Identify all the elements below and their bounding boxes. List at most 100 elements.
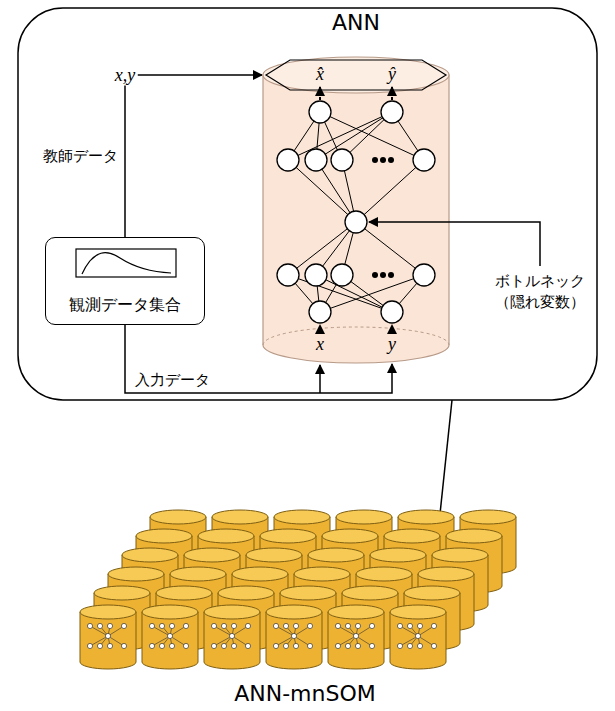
mini-unit [231, 643, 236, 648]
cylinder-drawing [262, 10, 450, 364]
small-cylinder-body [266, 612, 322, 669]
small-cylinder-body [390, 612, 446, 669]
mini-unit [407, 643, 412, 648]
small-cylinder-top [390, 605, 446, 619]
mini-unit [87, 643, 92, 648]
dashed-arrow [391, 87, 393, 100]
network-link [356, 222, 424, 275]
network-unit [413, 264, 435, 286]
network-link [356, 160, 424, 222]
mini-unit [107, 623, 112, 628]
mini-unit [335, 623, 340, 628]
dashed-arrow [319, 325, 321, 334]
mini-unit [245, 623, 250, 628]
mini-unit [345, 643, 350, 648]
dashed-arrow [391, 325, 393, 334]
mini-unit [355, 643, 360, 648]
small-cylinder-top [266, 605, 322, 619]
dot [372, 272, 378, 278]
heading: ANN-mnSOM [234, 681, 376, 707]
small-cylinder-top [94, 586, 150, 600]
small-cylinder-top [446, 529, 502, 543]
mini-unit [211, 643, 216, 648]
network-unit [277, 149, 299, 171]
mini-unit [273, 643, 278, 648]
mini-unit [407, 623, 412, 628]
network-unit [413, 149, 435, 171]
mini-unit [221, 623, 226, 628]
small-cylinder-top [294, 567, 350, 581]
mini-unit [335, 643, 340, 648]
output-name: x̂ [316, 64, 324, 85]
mini-unit [105, 633, 110, 638]
edge-label: 入力データ [135, 371, 210, 389]
cylinder-bottom-back [263, 327, 449, 345]
small-cylinder-top [404, 586, 460, 600]
mini-unit [183, 643, 188, 648]
connector-arrow [125, 75, 262, 237]
leader-line [369, 222, 540, 266]
dot [388, 157, 394, 163]
small-cylinder-body [204, 612, 260, 669]
network-unit [305, 149, 327, 171]
callout-text: （隠れ変数） [495, 293, 585, 312]
mini-unit [167, 633, 172, 638]
small-cylinder-top [212, 510, 268, 524]
mini-unit [229, 633, 234, 638]
small-cylinder-top [328, 605, 384, 619]
network-unit [381, 101, 403, 123]
network-unit [331, 264, 353, 286]
small-cylinder-top [232, 567, 288, 581]
small-cylinder-top [336, 510, 392, 524]
mini-unit [397, 643, 402, 648]
graph-frame [76, 249, 176, 277]
small-cylinder-top [170, 567, 226, 581]
mini-unit [369, 643, 374, 648]
ann-cylinder-small [266, 605, 322, 669]
ann-cylinder-small [204, 605, 260, 669]
mini-unit [355, 623, 360, 628]
edge-label: 教師データ [43, 147, 118, 165]
heading: ANN [332, 10, 380, 36]
small-cylinder-top [80, 605, 136, 619]
dot [380, 157, 386, 163]
output-hexagon [266, 60, 446, 90]
speech-bubble [18, 8, 597, 400]
cylinder-top [263, 57, 449, 93]
network-unit [277, 264, 299, 286]
network-unit [381, 301, 403, 323]
input-name: y [388, 334, 396, 355]
graph-curve [82, 253, 171, 274]
small-cylinder-top [356, 567, 412, 581]
output-name: ŷ [388, 64, 396, 85]
network-units [277, 101, 435, 323]
dot [388, 272, 394, 278]
small-cylinder-top [280, 586, 336, 600]
mini-unit [417, 643, 422, 648]
mini-unit [307, 623, 312, 628]
ann-cylinder-small [390, 605, 446, 669]
dot [372, 157, 378, 163]
mini-unit [169, 623, 174, 628]
ann-cylinder-small [328, 605, 384, 669]
input-name: x [316, 334, 324, 355]
mini-unit [345, 623, 350, 628]
mini-unit [121, 643, 126, 648]
mini-unit [273, 623, 278, 628]
mini-unit [369, 623, 374, 628]
graph-icon [46, 238, 206, 288]
network-unit [331, 149, 353, 171]
mini-unit [97, 643, 102, 648]
small-cylinder-top [204, 605, 260, 619]
small-cylinder-top [136, 529, 192, 543]
small-cylinder-top [460, 510, 516, 524]
network-unit [305, 264, 327, 286]
mini-unit [183, 623, 188, 628]
mini-unit [431, 623, 436, 628]
cylinder-array-drawing [70, 495, 540, 707]
mini-unit [149, 643, 154, 648]
network-links [288, 112, 424, 312]
small-cylinder-top [246, 548, 302, 562]
mini-unit [293, 643, 298, 648]
small-cylinder-top [108, 567, 164, 581]
